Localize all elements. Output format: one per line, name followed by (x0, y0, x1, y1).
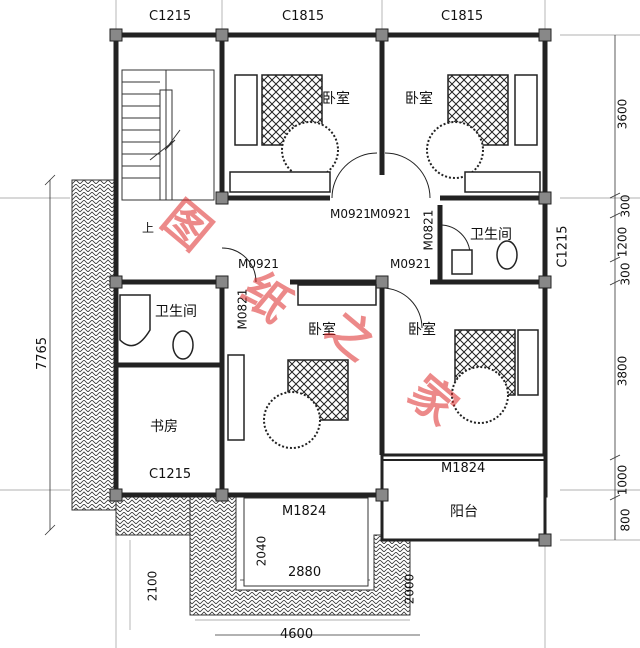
room-label-balcony: 阳台 (450, 504, 478, 520)
dim-left-total: 7765 (35, 336, 51, 371)
dim-right-4: 300 (618, 262, 633, 286)
dim-right-3: 1200 (615, 226, 630, 258)
door-label-2: M0921 (370, 207, 411, 221)
door-label-3: M0821 (421, 209, 436, 251)
beds (234, 74, 539, 421)
dim-right-5: 3800 (615, 355, 630, 387)
dim-left-lower: 2100 (145, 570, 160, 602)
door-label-balcony: M1824 (441, 461, 486, 476)
dim-bay-width: 2880 (288, 565, 322, 580)
door-swings (221, 152, 471, 329)
room-label-bedroom-3: 卧室 (308, 322, 336, 338)
dim-right-2: 300 (618, 194, 633, 218)
room-label-bedroom-1: 卧室 (322, 91, 350, 107)
fixtures (119, 240, 518, 360)
door-label-1: M0921 (330, 207, 371, 221)
window-label-top-3: C1815 (441, 9, 484, 24)
stair (121, 69, 215, 201)
dim-right-7: 800 (618, 508, 633, 532)
room-label-bathroom-1: 卫生间 (470, 227, 512, 243)
columns (109, 28, 552, 547)
dim-bottom-right: 2000 (402, 573, 417, 605)
window-label-top-2: C1815 (282, 9, 325, 24)
rugs (263, 121, 509, 449)
window-label-right: C1215 (555, 225, 571, 268)
room-label-study: 书房 (150, 419, 178, 435)
dim-bottom-total: 4600 (280, 627, 314, 642)
dim-right-6: 1000 (615, 464, 630, 496)
dim-bay-depth: 2040 (254, 535, 269, 567)
room-label-bedroom-4: 卧室 (408, 322, 436, 338)
door-label-4: M0921 (238, 257, 279, 271)
walls (113, 32, 548, 498)
room-label-bathroom-2: 卫生间 (155, 304, 197, 320)
stair-up-label: 上 (142, 221, 155, 235)
window-label-top-1: C1215 (149, 9, 192, 24)
wardrobes (227, 171, 541, 441)
dim-right-1: 3600 (615, 98, 630, 130)
room-label-bedroom-2: 卧室 (405, 91, 433, 107)
door-label-bay: M1824 (282, 504, 327, 519)
door-label-5: M0921 (390, 257, 431, 271)
window-label-study: C1215 (149, 467, 192, 482)
